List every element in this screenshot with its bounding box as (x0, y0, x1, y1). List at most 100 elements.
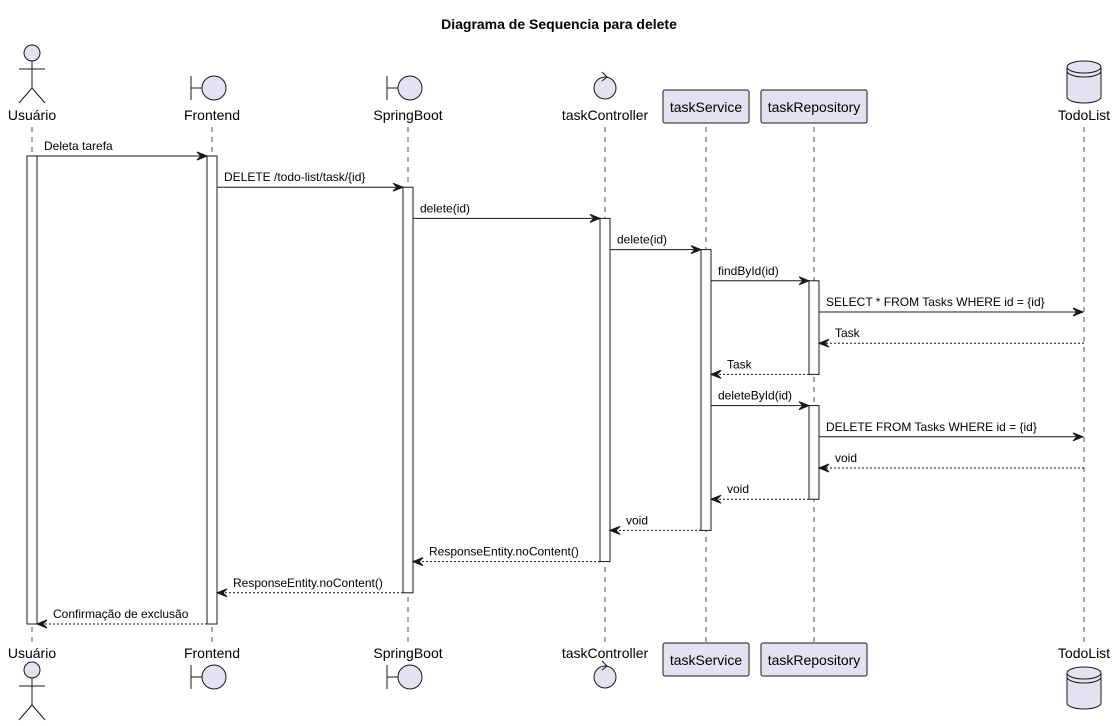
participant-label: taskService (670, 652, 743, 668)
boundary-icon (190, 75, 227, 101)
message-label: deleteById(id) (718, 389, 792, 403)
participant-label: taskController (562, 645, 649, 661)
activation-bar-taskController-3 (599, 217, 611, 563)
arrowhead-icon (709, 369, 722, 379)
arrowhead-icon (798, 401, 811, 411)
participant-taskService-top: taskService (662, 89, 750, 124)
arrowhead-icon (392, 182, 405, 192)
participant-label: TodoList (1058, 107, 1110, 123)
participant-label: Frontend (184, 645, 240, 661)
message-label: Confirmação de exclusão (53, 607, 189, 621)
activation-bar-usuario-0 (26, 155, 38, 625)
diagram-title: Diagrama de Sequencia para delete (441, 16, 677, 32)
message-13: ResponseEntity.noContent() (411, 545, 600, 567)
message-11: void (709, 482, 809, 504)
participant-todolist-top: TodoList (1058, 60, 1110, 123)
message-9: DELETE FROM Tasks WHERE id = {id} (819, 420, 1085, 442)
participant-label: Usuário (8, 645, 56, 661)
participant-box (662, 89, 750, 124)
database-icon (1066, 666, 1102, 710)
participant-frontend-bottom: Frontend (184, 645, 240, 690)
actor-icon (18, 44, 46, 104)
message-label: void (727, 482, 749, 496)
lifelines (31, 127, 1085, 643)
message-10: void (817, 451, 1084, 473)
message-15: Confirmação de exclusão (35, 607, 207, 629)
arrowhead-icon (1072, 432, 1085, 442)
message-label: findById(id) (718, 264, 779, 278)
participant-todolist-bottom: TodoList (1058, 645, 1110, 710)
participant-label: SpringBoot (373, 645, 442, 661)
boundary-icon (190, 664, 227, 690)
message-4: findById(id) (711, 264, 811, 286)
message-12: void (608, 513, 701, 535)
message-6: Task (817, 326, 1084, 348)
participant-box (760, 642, 868, 677)
participant-springboot-bottom: SpringBoot (373, 645, 443, 690)
participant-label: TodoList (1058, 645, 1110, 661)
message-label: void (835, 451, 857, 465)
arrowhead-icon (1072, 307, 1085, 317)
arrowhead-icon (817, 338, 830, 348)
activation-bar-springboot-2 (402, 186, 414, 594)
arrowhead-icon (215, 588, 228, 598)
arrowhead-icon (196, 151, 209, 161)
activation-bars (26, 155, 820, 625)
message-label: delete(id) (617, 233, 667, 247)
message-14: ResponseEntity.noContent() (215, 576, 403, 598)
arrowhead-icon (690, 245, 703, 255)
participant-taskRepository-bottom: taskRepository (760, 642, 868, 677)
participant-usuario-bottom: Usuário (8, 645, 56, 721)
participant-taskService-bottom: taskService (662, 642, 750, 677)
database-icon (1066, 60, 1102, 104)
message-3: delete(id) (610, 233, 703, 255)
participant-label: Usuário (8, 107, 56, 123)
message-8: deleteById(id) (711, 389, 811, 411)
participant-box (662, 642, 750, 677)
message-2: delete(id) (413, 201, 602, 223)
participant-label: taskService (670, 99, 743, 115)
participant-box (760, 89, 868, 124)
participant-label: taskController (562, 107, 649, 123)
participant-label: taskRepository (768, 99, 861, 115)
arrowhead-icon (817, 463, 830, 473)
actor-icon (18, 661, 46, 721)
participants: UsuárioUsuárioFrontendFrontendSpringBoot… (8, 44, 1110, 721)
message-label: SELECT * FROM Tasks WHERE id = {id} (826, 295, 1045, 309)
participant-usuario-top: Usuário (8, 44, 56, 123)
message-label: ResponseEntity.noContent() (233, 576, 383, 590)
activation-bar-frontend-1 (206, 155, 218, 625)
message-5: SELECT * FROM Tasks WHERE id = {id} (819, 295, 1085, 317)
control-icon (593, 71, 617, 100)
arrowhead-icon (589, 213, 602, 223)
arrowhead-icon (35, 619, 48, 629)
arrowhead-icon (709, 494, 722, 504)
participant-taskController-top: taskController (562, 71, 649, 123)
control-icon (593, 660, 617, 689)
participant-springboot-top: SpringBoot (373, 75, 443, 123)
arrowhead-icon (798, 276, 811, 286)
message-7: Task (709, 357, 809, 379)
message-1: DELETE /todo-list/task/{id} (217, 170, 405, 192)
participant-taskController-bottom: taskController (562, 645, 649, 689)
arrowhead-icon (608, 525, 621, 535)
participant-label: SpringBoot (373, 107, 442, 123)
activation-bar-taskService-4 (700, 249, 712, 531)
message-label: Deleta tarefa (44, 139, 113, 153)
message-0: Deleta tarefa (37, 139, 209, 161)
participant-taskRepository-top: taskRepository (760, 89, 868, 124)
activation-bar-taskRepository-5 (808, 280, 820, 375)
message-label: DELETE FROM Tasks WHERE id = {id} (826, 420, 1037, 434)
message-label: void (626, 513, 648, 527)
participant-label: Frontend (184, 107, 240, 123)
participant-frontend-top: Frontend (184, 75, 240, 123)
boundary-icon (386, 664, 423, 690)
message-label: Task (727, 357, 753, 371)
activation-bar-taskRepository-6 (808, 405, 820, 500)
message-label: Task (835, 326, 861, 340)
message-label: DELETE /todo-list/task/{id} (224, 170, 365, 184)
message-label: delete(id) (420, 201, 470, 215)
arrowhead-icon (411, 557, 424, 567)
